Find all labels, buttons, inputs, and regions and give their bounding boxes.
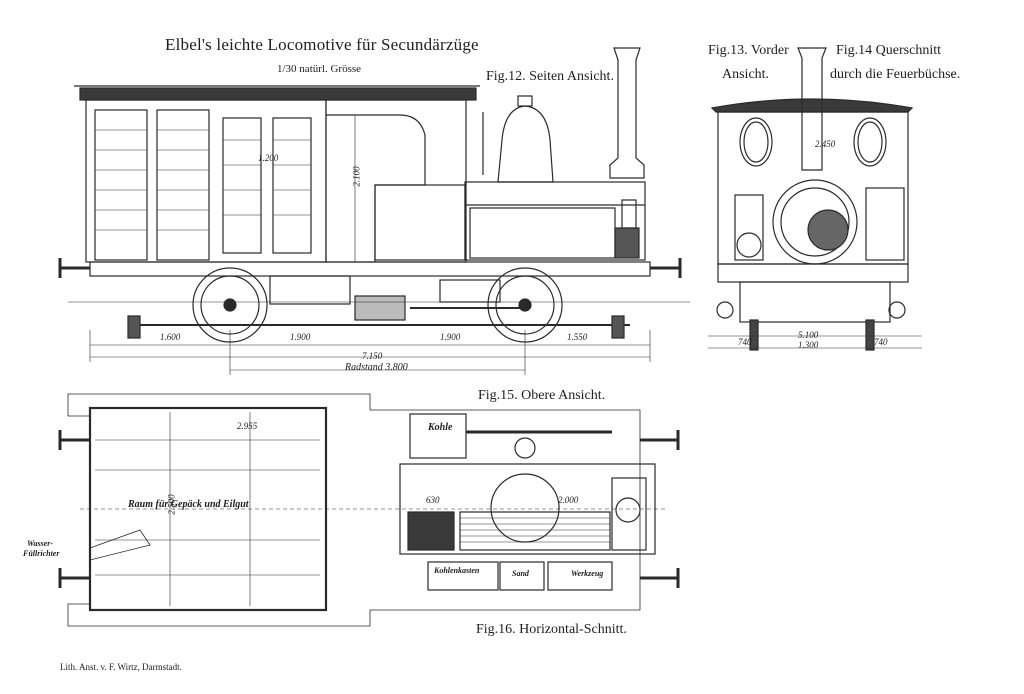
dim-2500: 2.500 — [166, 494, 177, 515]
label-wasser-2: Füllrichter — [23, 549, 60, 558]
lithographer-imprint: Lith. Anst. v. F. Wirtz, Darmstadt. — [60, 662, 182, 672]
dim-630: 630 — [426, 495, 440, 505]
fig16-caption: Fig.16. Horizontal-Schnitt. — [476, 622, 627, 637]
dim-740-left: 740 — [738, 337, 752, 347]
dim-2450: 2.450 — [815, 139, 836, 149]
label-kohlenkasten: Kohlenkasten — [434, 566, 480, 575]
dim-5100: 5.100 — [798, 330, 819, 340]
dim-height: 2.100 — [351, 166, 362, 187]
dim-1300: 1.300 — [798, 340, 819, 350]
side-view-drawing — [58, 47, 690, 343]
plate-title: Elbel's leichte Locomotive für Secundärz… — [165, 35, 479, 54]
label-kohle: Kohle — [428, 422, 453, 433]
label-wasser-1: Wasser- — [27, 539, 54, 548]
plan-view-drawing — [58, 393, 680, 627]
dim-1550: 1.550 — [567, 332, 588, 342]
front-view-drawing — [708, 47, 922, 351]
dim-1200: 1.200 — [258, 153, 279, 163]
plate-scale: 1/30 natürl. Grösse — [277, 63, 362, 75]
fig12-caption: Fig.12. Seiten Ansicht. — [486, 69, 614, 84]
side-dimension-lines — [89, 115, 651, 375]
dim-wheelbase: Radstand 3.800 — [345, 362, 408, 373]
label-werkzeug: Werkzeug — [571, 569, 604, 578]
fig15-caption: Fig.15. Obere Ansicht. — [478, 388, 606, 403]
dim-1600: 1.600 — [160, 332, 181, 342]
label-raum: Raum für Gepäck und Eilgut — [128, 499, 249, 510]
fig13-caption-line1: Fig.13. Vorder — [708, 43, 789, 58]
dim-1900-a: 1.900 — [290, 332, 311, 342]
fig14-caption-line2: durch die Feuerbüchse. — [830, 67, 961, 82]
fig14-caption-line1: Fig.14 Querschnitt — [836, 43, 941, 58]
dim-1900-b: 1.900 — [440, 332, 461, 342]
dim-2955: 2.955 — [237, 421, 258, 431]
dim-2000: 2.000 — [558, 495, 579, 505]
dim-740-right: 740 — [874, 337, 888, 347]
label-sand: Sand — [512, 569, 529, 578]
dim-7150: 7.150 — [362, 351, 383, 361]
fig13-caption-line2: Ansicht. — [722, 67, 770, 82]
